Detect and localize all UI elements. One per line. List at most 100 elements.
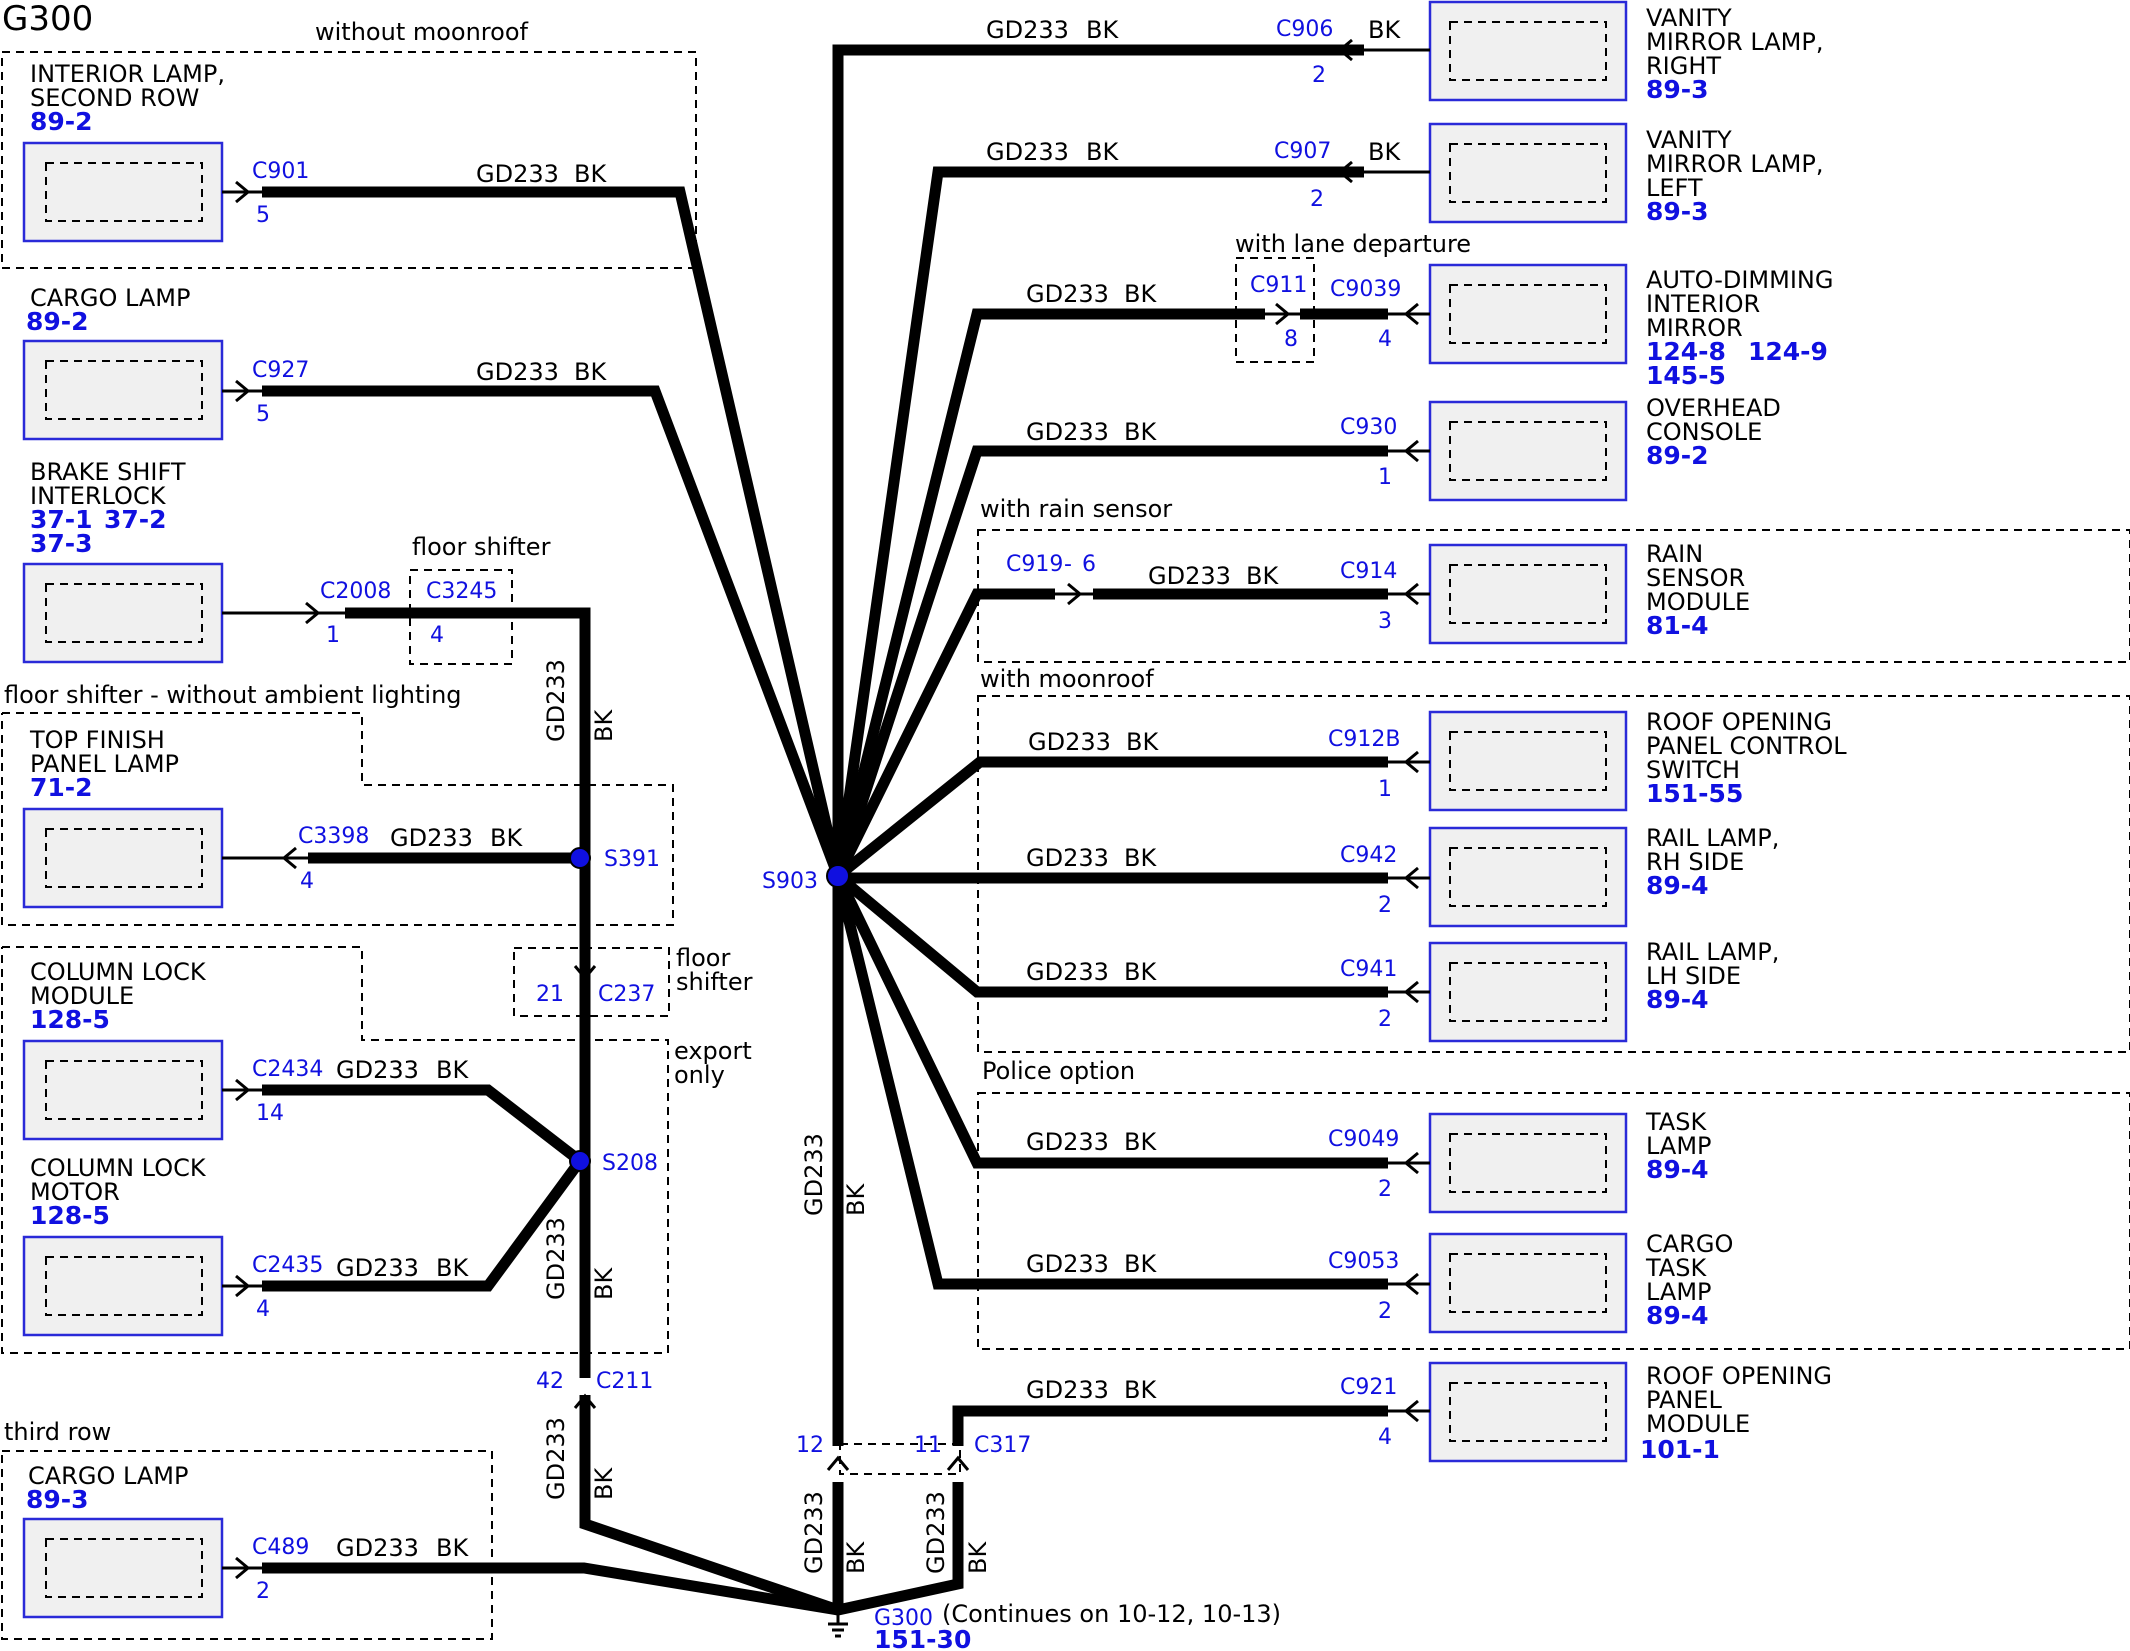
top-finish-l1: TOP FINISH xyxy=(29,726,165,754)
auto-dim-ref2: 124-9 xyxy=(1748,337,1828,366)
c489-label: C489 xyxy=(252,1535,309,1560)
col-lock-motor-ref: 128-5 xyxy=(30,1201,110,1230)
cargo-task-l2: TASK xyxy=(1645,1254,1707,1282)
cargo-lamp-l1: CARGO LAMP xyxy=(30,284,191,312)
wire-color: BK xyxy=(1124,958,1157,986)
wire-color: BK xyxy=(1086,16,1119,44)
top-finish-ref: 71-2 xyxy=(30,773,93,802)
right-labels: GD233 BK C906 BK 2 VANITY MIRROR LAMP, R… xyxy=(986,4,1847,1464)
wire-label: GD233 xyxy=(1026,1250,1109,1278)
c919-label: C919 xyxy=(1006,552,1063,577)
wire-color: BK xyxy=(1124,1376,1157,1404)
region-police xyxy=(977,1092,2130,1350)
brake-shift-ref3: 37-3 xyxy=(30,529,93,558)
c317-pin-a: 12 xyxy=(796,1433,824,1458)
region-export-only xyxy=(1,946,669,1354)
c942-pin: 2 xyxy=(1378,893,1392,918)
wire-color: BK xyxy=(490,824,523,852)
col-lock-module-ref: 128-5 xyxy=(30,1005,110,1034)
auto-dim-ref1: 124-8 xyxy=(1646,337,1726,366)
c3245-label: C3245 xyxy=(426,579,497,604)
task-ref: 89-4 xyxy=(1646,1155,1709,1184)
roof-switch-ref: 151-55 xyxy=(1646,779,1743,808)
third-cargo-ref: 89-3 xyxy=(26,1485,89,1514)
c9053-pin: 2 xyxy=(1378,1299,1392,1324)
label-floor-shifter-2a: floor xyxy=(676,944,730,972)
label-export-b: only xyxy=(674,1061,725,1089)
wire-label: GD233 xyxy=(336,1534,419,1562)
wire-label: GD233 xyxy=(800,1491,828,1574)
rail-lh-l1: RAIL LAMP, xyxy=(1646,938,1779,966)
component-rail-rh xyxy=(1410,826,1628,928)
col-lock-motor-l1: COLUMN LOCK xyxy=(30,1154,207,1182)
label-moonroof: with moonroof xyxy=(980,665,1154,693)
component-cargo-lamp xyxy=(22,339,240,441)
splice-s391 xyxy=(569,847,591,869)
wire-color: BK xyxy=(590,1267,618,1300)
label-third-row: third row xyxy=(4,1418,111,1446)
c927-label: C927 xyxy=(252,358,309,383)
c211-pin: 42 xyxy=(536,1369,564,1394)
c941-label: C941 xyxy=(1340,957,1397,982)
auto-dim-l1: AUTO-DIMMING xyxy=(1646,266,1833,294)
wire-color: BK xyxy=(436,1056,469,1084)
c9053-label: C9053 xyxy=(1328,1249,1399,1274)
left-labels: INTERIOR LAMP, SECOND ROW 89-2 C901 5 GD… xyxy=(26,60,660,1604)
c906-pin: 2 xyxy=(1312,63,1326,88)
splice-s903 xyxy=(826,864,850,888)
c921-label: C921 xyxy=(1340,1375,1397,1400)
component-auto-dim xyxy=(1410,263,1628,365)
wire-label: GD233 xyxy=(1026,280,1109,308)
label-rain-sensor: with rain sensor xyxy=(980,495,1172,523)
wire-color: BK xyxy=(1124,844,1157,872)
component-col-lock-motor xyxy=(22,1235,240,1337)
c927-pin: 5 xyxy=(256,402,270,427)
region-floor-shifter-no-ambient xyxy=(1,712,674,926)
wire-color: BK xyxy=(1124,1128,1157,1156)
wire-color: BK xyxy=(436,1534,469,1562)
vanity-right-l3: RIGHT xyxy=(1646,52,1721,80)
wire-label: GD233 xyxy=(986,138,1069,166)
col-lock-module-l1: COLUMN LOCK xyxy=(30,958,207,986)
wire-color: BK xyxy=(574,160,607,188)
wire-label: GD233 xyxy=(1026,1376,1109,1404)
c489-pin: 2 xyxy=(256,1579,270,1604)
c237-pin: 21 xyxy=(536,982,564,1007)
c2435-pin: 4 xyxy=(256,1297,270,1322)
interior-lamp-l2: SECOND ROW xyxy=(30,84,199,112)
region-without-moonroof xyxy=(1,51,697,269)
task-l2: LAMP xyxy=(1646,1132,1712,1160)
c911-pin: 8 xyxy=(1284,327,1298,352)
auto-dim-ref3: 145-5 xyxy=(1646,361,1726,390)
roof-module-l3: MODULE xyxy=(1646,1410,1750,1438)
s903-label: S903 xyxy=(762,869,818,894)
cargo-task-l3: LAMP xyxy=(1646,1278,1712,1306)
c9039-pin: 4 xyxy=(1378,327,1392,352)
component-roof-module xyxy=(1410,1361,1628,1463)
vanity-left-l2: MIRROR LAMP, xyxy=(1646,150,1823,178)
c912b-label: C912B xyxy=(1328,727,1400,752)
overhead-l1: OVERHEAD xyxy=(1646,394,1781,422)
col-lock-motor-l2: MOTOR xyxy=(30,1178,120,1206)
rain-l3: MODULE xyxy=(1646,588,1750,616)
rain-l1: RAIN xyxy=(1646,540,1703,568)
c2434-pin: 14 xyxy=(256,1101,284,1126)
roof-switch-l1: ROOF OPENING xyxy=(1646,708,1832,736)
interior-lamp-ref: 89-2 xyxy=(30,107,93,136)
c919-pin: 6 xyxy=(1082,552,1096,577)
cargo-lamp-ref: 89-2 xyxy=(26,307,89,336)
rail-lh-l2: LH SIDE xyxy=(1646,962,1741,990)
col-lock-module-l2: MODULE xyxy=(30,982,134,1010)
c2008-label: C2008 xyxy=(320,579,391,604)
label-floor-shifter-no-ambient: floor shifter - without ambient lighting xyxy=(4,681,462,709)
cargo-task-ref: 89-4 xyxy=(1646,1301,1709,1330)
s208-label: S208 xyxy=(602,1151,658,1176)
cargo-task-l1: CARGO xyxy=(1646,1230,1733,1258)
wire-color: BK xyxy=(842,1541,870,1574)
c906-label: C906 xyxy=(1276,17,1333,42)
c901-pin: 5 xyxy=(256,203,270,228)
label-export-a: export xyxy=(674,1037,752,1065)
wire-segments xyxy=(262,44,1388,1616)
auto-dim-l3: MIRROR xyxy=(1646,314,1743,342)
rail-lh-ref: 89-4 xyxy=(1646,985,1709,1014)
